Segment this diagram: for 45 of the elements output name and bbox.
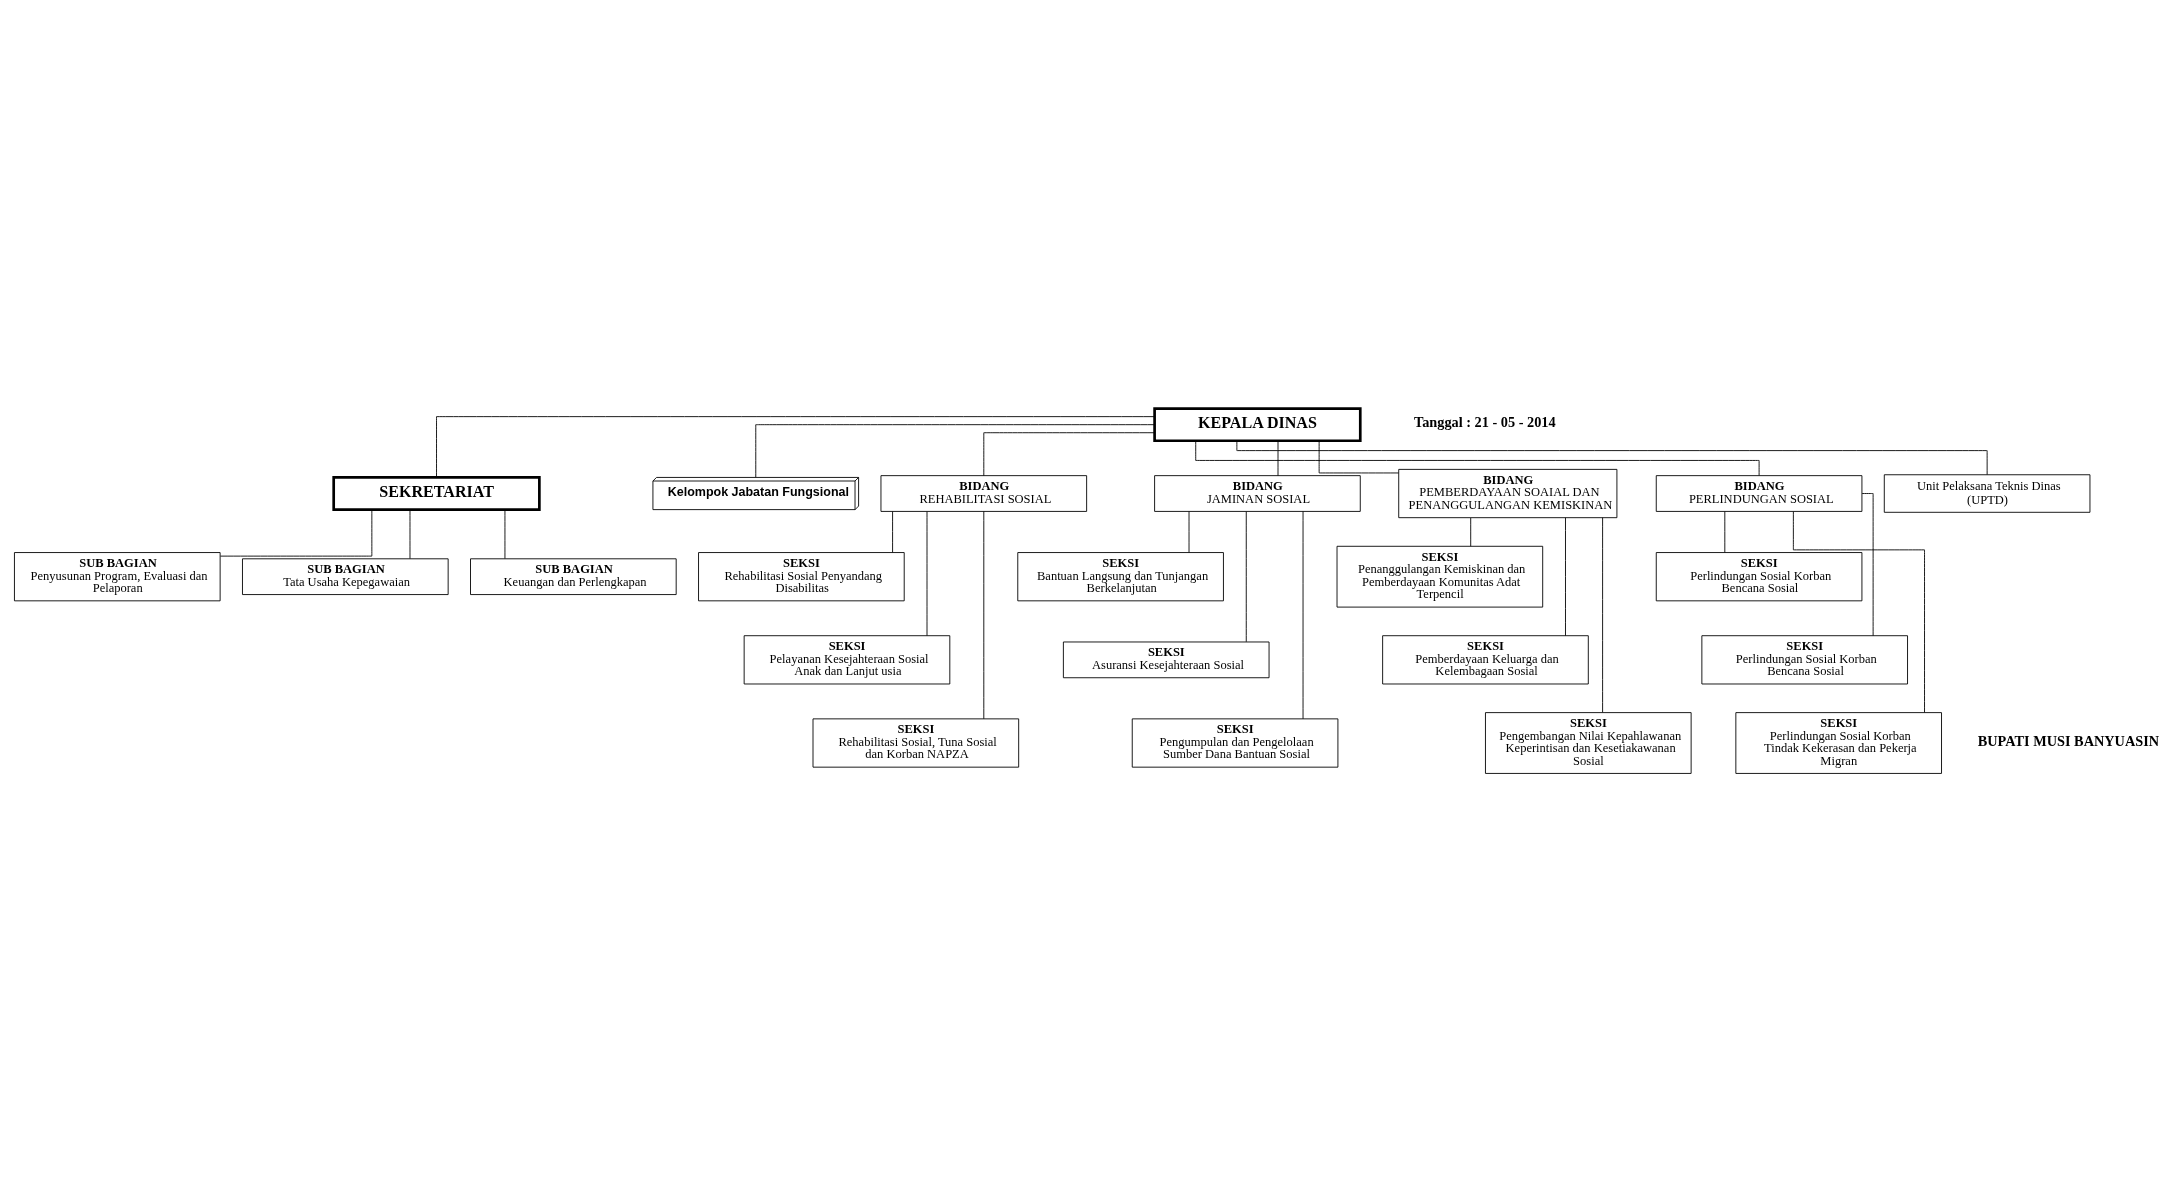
node-box: SEKSI Perlindungan Sosial Korban Tindak Kekerasan dan Pekerja Migran (1735, 712, 1942, 774)
connector (1861, 493, 1874, 637)
connector (1470, 517, 1472, 547)
node-box: SEKSI Pemberdayaan Keluarga dan Kelembagaan Sosial (1382, 635, 1589, 685)
node-box: SEKSI Bantuan Langsung dan Tunjangan Berkelanjutan (1017, 552, 1224, 602)
connector (1195, 440, 1760, 476)
connector (1302, 511, 1304, 720)
connector (1792, 511, 1925, 713)
node-box: SUB BAGIAN Tata Usaha Kepegawaian (242, 558, 449, 596)
node-box: SEKSI Perlindungan Sosial Korban Bencana Sosial (1701, 635, 1908, 685)
connector (1245, 511, 1247, 643)
node-box: Unit Pelaksana Teknis Dinas (UPTD) (1883, 474, 2091, 513)
node-box: SEKSI Penanggulangan Kemiskinan dan Pemberdayaan Komunitas Adat Terpencil (1336, 545, 1544, 608)
node-box: BIDANG REHABILITASI SOSIAL (880, 475, 1088, 512)
connector (220, 509, 373, 557)
connector (926, 511, 928, 637)
connector (1277, 440, 1279, 477)
node-box: SEKRETARIAT (332, 476, 541, 511)
connector (983, 432, 1155, 477)
node-box: SEKSI Pengumpulan dan Pengelolaan Sumber Dana Bantuan Sosial (1131, 718, 1339, 768)
node-box: SEKSI Pengembangan Nilai Kepahlawanan Keperintisan dan Kesetiakawanan Sosial (1485, 712, 1692, 774)
connector (504, 509, 506, 559)
connector (1188, 511, 1190, 553)
connector (409, 509, 411, 559)
node-box: KEPALA DINAS (1153, 407, 1362, 443)
connector (436, 416, 1155, 478)
label: BUPATI MUSI BANYUASIN (1977, 732, 2160, 749)
node-box: SEKSI Rehabilitasi Sosial Penyandang Disabilitas (698, 552, 905, 602)
node-box: SUB BAGIAN Penyusunan Program, Evaluasi dan Pelaporan (14, 552, 221, 602)
node-box: SEKSI Rehabilitasi Sosial, Tuna Sosial dan Korban NAPZA (812, 718, 1020, 768)
label: Tanggal : 21 - 05 - 2014 (1413, 414, 1556, 431)
connector (1724, 511, 1726, 553)
node-box: SUB BAGIAN Keuangan dan Perlengkapan (470, 558, 677, 596)
node-box: SEKSI Pelayanan Kesejahteraan Sosial Anak dan Lanjut usia (743, 635, 951, 685)
connector (892, 511, 894, 553)
node-box: SEKSI Perlindungan Sosial Korban Bencana Sosial (1655, 552, 1863, 602)
node-box: SEKSI Asuransi Kesejahteraan Sosial (1062, 641, 1270, 679)
node-box: BIDANG PERLINDUNGAN SOSIAL (1655, 475, 1863, 512)
connector (1565, 517, 1566, 637)
node-box: BIDANG JAMINAN SOSIAL (1154, 475, 1361, 512)
connector (1602, 517, 1604, 713)
connector (1318, 440, 1400, 474)
connector (755, 424, 1155, 478)
connector (983, 511, 985, 720)
node-box: BIDANG PEMBERDAYAAN SOAIAL DAN PENANGGULANGAN KEMISKINAN (1398, 468, 1618, 519)
